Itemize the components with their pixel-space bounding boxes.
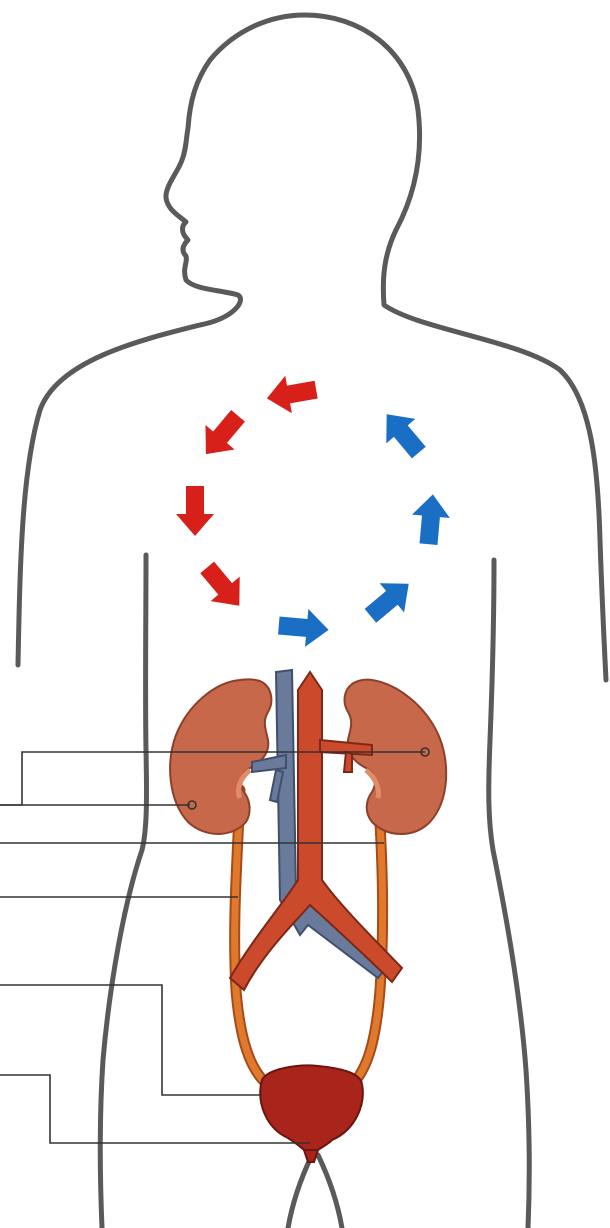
red-arrow-1-shape	[264, 371, 320, 417]
leader-line-vessels-lower	[0, 985, 262, 1095]
right-leg-line	[318, 1155, 342, 1228]
blue-arrow-1	[277, 607, 330, 649]
left-kidney	[170, 679, 271, 834]
body-outline-main	[18, 15, 606, 680]
blue-arrow-3-shape	[410, 493, 452, 546]
artery-branch-right	[344, 752, 352, 772]
red-arrow-4	[193, 555, 254, 618]
blue-arrow-2-shape	[358, 569, 421, 630]
red-arrow-1	[264, 371, 320, 417]
right-torso-line	[489, 560, 530, 1228]
red-arrow-2	[191, 404, 252, 467]
red-arrow-3	[176, 486, 214, 536]
blue-arrow-4-shape	[372, 402, 433, 465]
circulation-arrows-icon	[176, 371, 452, 649]
red-arrow-4-shape	[193, 555, 254, 618]
red-arrow-2-shape	[191, 404, 252, 467]
urethra	[304, 1150, 318, 1162]
red-arrow-3-shape	[176, 486, 214, 536]
blue-arrow-4	[372, 402, 433, 465]
left-leg-line	[288, 1155, 312, 1228]
blue-arrow-3	[410, 493, 452, 546]
blue-arrow-1-shape	[277, 607, 330, 649]
right-kidney	[345, 680, 447, 834]
left-torso-line	[100, 555, 146, 1228]
blue-arrow-2	[358, 569, 421, 630]
urinary-bladder	[260, 1066, 363, 1162]
bladder-body	[260, 1066, 363, 1150]
